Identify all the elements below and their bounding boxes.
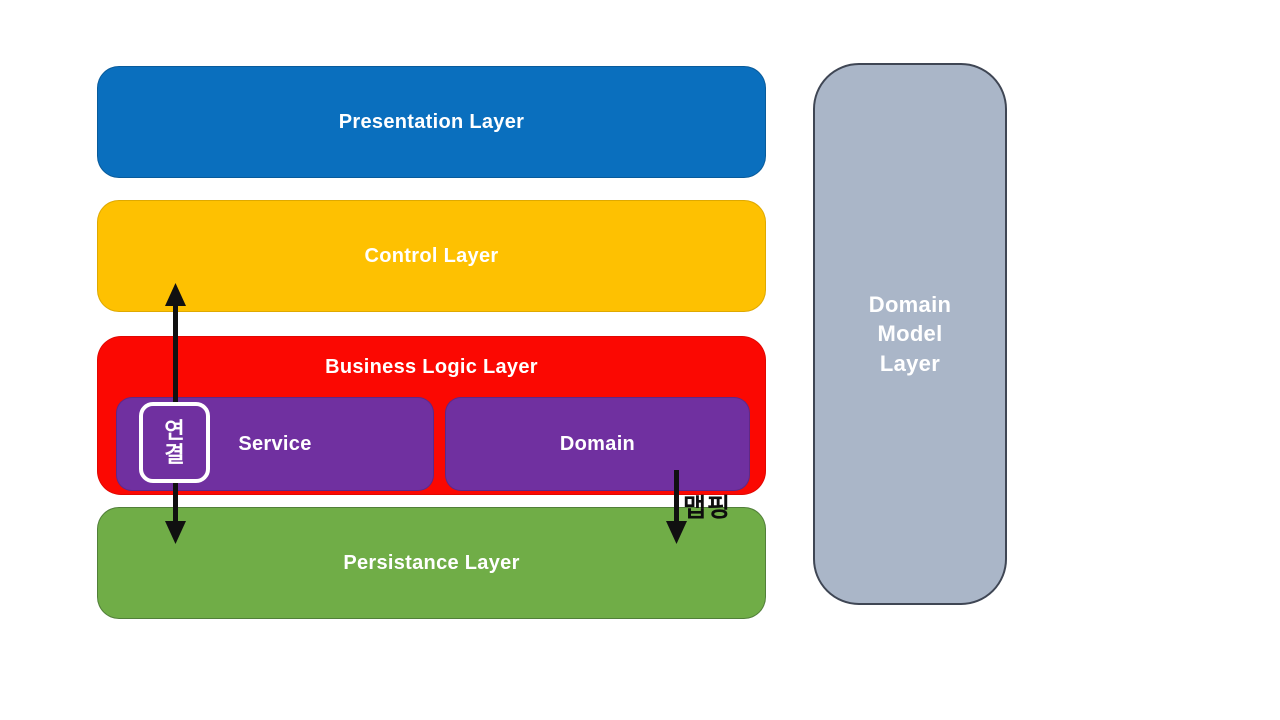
business-logic-layer-label: Business Logic Layer (325, 356, 538, 378)
connection-label: 연 결 (164, 417, 185, 467)
business-logic-layer-box: Business Logic Layer Service Domain (97, 336, 766, 495)
service-label: Service (238, 432, 312, 455)
connection-badge: 연 결 (139, 402, 210, 483)
control-layer-label: Control Layer (364, 244, 499, 267)
mapping-label: 맵핑 (683, 494, 732, 522)
control-layer-box: Control Layer (97, 200, 766, 312)
presentation-layer-label: Presentation Layer (338, 110, 525, 133)
presentation-layer-box: Presentation Layer (97, 66, 766, 178)
domain-box: Domain (445, 397, 750, 491)
domain-model-layer-box: Domain Model Layer (813, 63, 1007, 605)
persistance-layer-label: Persistance Layer (343, 551, 520, 574)
persistance-layer-box: Persistance Layer (97, 507, 766, 619)
domain-model-layer-label: Domain Model Layer (868, 292, 952, 376)
domain-label: Domain (559, 432, 636, 455)
